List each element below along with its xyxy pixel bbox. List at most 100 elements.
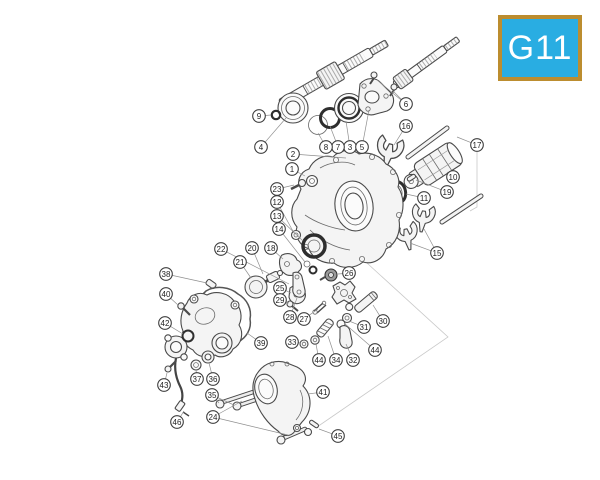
leader-line-27 bbox=[308, 308, 319, 316]
callout-12[interactable]: 12 bbox=[270, 195, 284, 209]
leader-line-9 bbox=[265, 114, 272, 116]
leader-line-6 bbox=[392, 90, 402, 100]
callout-21[interactable]: 21 bbox=[233, 255, 247, 269]
group-code-badge: G11 bbox=[498, 15, 582, 81]
leader-line-5 bbox=[362, 109, 370, 141]
callout-25[interactable]: 25 bbox=[273, 281, 287, 295]
leader-line-6 bbox=[376, 79, 402, 101]
callout-8[interactable]: 8 bbox=[319, 140, 333, 154]
callout-5[interactable]: 5 bbox=[355, 140, 369, 154]
leader-line-31 bbox=[348, 320, 359, 326]
callout-4[interactable]: 4 bbox=[254, 140, 268, 154]
svg-text:21: 21 bbox=[236, 258, 245, 267]
callout-23[interactable]: 23 bbox=[270, 182, 284, 196]
svg-text:14: 14 bbox=[275, 225, 284, 234]
leader-line-20 bbox=[254, 253, 264, 275]
svg-text:17: 17 bbox=[473, 141, 482, 150]
svg-text:35: 35 bbox=[208, 391, 217, 400]
leader-line-11 bbox=[405, 193, 418, 197]
callout-39[interactable]: 39 bbox=[254, 336, 268, 350]
selector-mechanism-drawing bbox=[205, 253, 378, 349]
callout-3[interactable]: 3 bbox=[343, 140, 357, 154]
svg-text:43: 43 bbox=[160, 381, 169, 390]
callout-33[interactable]: 33 bbox=[285, 335, 299, 349]
callout-2[interactable]: 2 bbox=[286, 147, 300, 161]
callout-15[interactable]: 15 bbox=[430, 246, 444, 260]
group-code-label: G11 bbox=[507, 29, 573, 67]
leader-line-42 bbox=[170, 326, 184, 335]
guard-cover-drawing bbox=[252, 360, 320, 437]
callout-34[interactable]: 34 bbox=[329, 353, 343, 367]
callout-6[interactable]: 6 bbox=[399, 97, 413, 111]
callout-24[interactable]: 24 bbox=[206, 410, 220, 424]
svg-text:41: 41 bbox=[319, 388, 328, 397]
callout-41[interactable]: 41 bbox=[316, 385, 330, 399]
leader-line-41 bbox=[307, 392, 317, 395]
callout-31[interactable]: 31 bbox=[357, 320, 371, 334]
callout-19[interactable]: 19 bbox=[440, 185, 454, 199]
callout-20[interactable]: 20 bbox=[245, 241, 259, 255]
callout-29[interactable]: 29 bbox=[273, 293, 287, 307]
leader-line-35 bbox=[215, 399, 220, 404]
leader-line-32 bbox=[345, 343, 351, 355]
output-shaft-drawing bbox=[392, 36, 460, 90]
callout-44[interactable]: 44 bbox=[368, 343, 382, 357]
callout-9[interactable]: 9 bbox=[252, 109, 266, 123]
svg-text:18: 18 bbox=[267, 244, 276, 253]
callout-32[interactable]: 32 bbox=[346, 353, 360, 367]
leader-line-24 bbox=[219, 418, 289, 436]
svg-text:16: 16 bbox=[402, 122, 411, 131]
callout-35[interactable]: 35 bbox=[205, 388, 219, 402]
callout-18[interactable]: 18 bbox=[264, 241, 278, 255]
leader-line-24 bbox=[218, 400, 243, 415]
callout-13[interactable]: 13 bbox=[270, 209, 284, 223]
side-cover-drawing bbox=[164, 286, 252, 417]
svg-text:13: 13 bbox=[273, 212, 282, 221]
callout-11[interactable]: 11 bbox=[417, 191, 431, 205]
svg-text:15: 15 bbox=[433, 249, 442, 258]
callout-30[interactable]: 30 bbox=[376, 314, 390, 328]
callout-40[interactable]: 40 bbox=[159, 287, 173, 301]
callout-44[interactable]: 44 bbox=[312, 353, 326, 367]
callout-7[interactable]: 7 bbox=[331, 140, 345, 154]
svg-text:26: 26 bbox=[345, 269, 354, 278]
leader-line-44 bbox=[315, 343, 319, 354]
callout-16[interactable]: 16 bbox=[399, 119, 413, 133]
callout-42[interactable]: 42 bbox=[158, 316, 172, 330]
svg-text:40: 40 bbox=[162, 290, 171, 299]
svg-text:34: 34 bbox=[332, 356, 341, 365]
callout-37[interactable]: 37 bbox=[190, 372, 204, 386]
leader-line-4 bbox=[264, 117, 287, 143]
callout-28[interactable]: 28 bbox=[283, 310, 297, 324]
flange-and-bolts-drawing bbox=[357, 71, 398, 116]
callout-14[interactable]: 14 bbox=[272, 222, 286, 236]
svg-text:12: 12 bbox=[273, 198, 282, 207]
svg-text:2: 2 bbox=[291, 150, 296, 159]
leader-line-17 bbox=[456, 136, 472, 144]
callout-22[interactable]: 22 bbox=[214, 242, 228, 256]
svg-text:31: 31 bbox=[360, 323, 369, 332]
callout-36[interactable]: 36 bbox=[206, 372, 220, 386]
svg-text:44: 44 bbox=[371, 346, 380, 355]
callout-26[interactable]: 26 bbox=[342, 266, 356, 280]
crankcase-housing-drawing bbox=[290, 149, 404, 275]
svg-text:6: 6 bbox=[404, 100, 409, 109]
leader-line-38 bbox=[172, 275, 208, 284]
callout-45[interactable]: 45 bbox=[331, 429, 345, 443]
callout-43[interactable]: 43 bbox=[157, 378, 171, 392]
svg-text:38: 38 bbox=[162, 270, 171, 279]
svg-text:22: 22 bbox=[217, 245, 226, 254]
callout-10[interactable]: 10 bbox=[446, 170, 460, 184]
svg-text:11: 11 bbox=[420, 194, 429, 203]
callout-27[interactable]: 27 bbox=[297, 312, 311, 326]
leader-line-19 bbox=[415, 179, 442, 191]
leader-line-40 bbox=[170, 298, 179, 306]
callout-17[interactable]: 17 bbox=[470, 138, 484, 152]
callout-1[interactable]: 1 bbox=[285, 162, 299, 176]
svg-text:8: 8 bbox=[324, 143, 329, 152]
callout-46[interactable]: 46 bbox=[170, 415, 184, 429]
callout-38[interactable]: 38 bbox=[159, 267, 173, 281]
leader-line-29 bbox=[285, 301, 290, 304]
